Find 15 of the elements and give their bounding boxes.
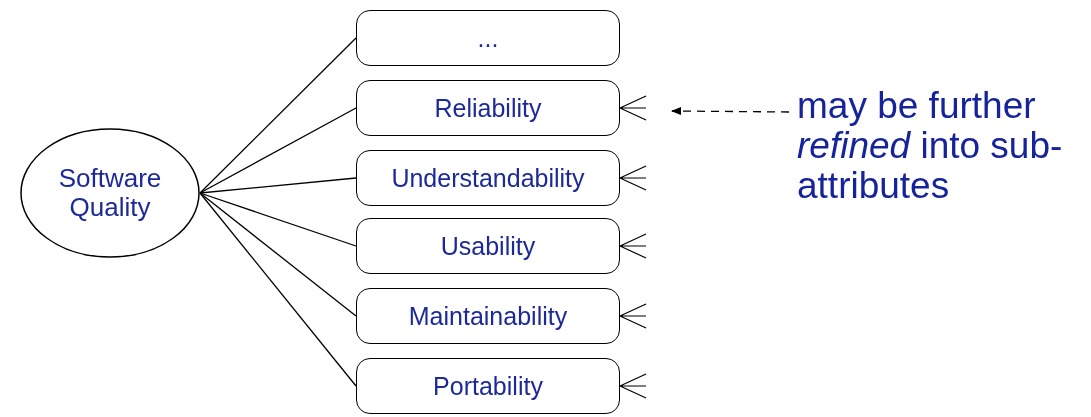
connector-line <box>199 192 357 247</box>
note-text: may be further refined into sub-attributes <box>797 86 1087 216</box>
attribute-box: Reliability <box>356 80 620 136</box>
connector-line <box>199 37 357 194</box>
connector-line <box>199 192 357 387</box>
node-label: Software Quality <box>57 164 163 222</box>
attribute-box: Maintainability <box>356 288 620 344</box>
connector-line <box>199 107 357 194</box>
attribute-box: Usability <box>356 218 620 274</box>
connector-line <box>199 177 357 194</box>
dashed-arrow <box>671 107 790 116</box>
attribute-box: ... <box>356 10 620 66</box>
attribute-box: Understandability <box>356 150 620 206</box>
connector-line <box>199 192 357 317</box>
attribute-box: Portability <box>356 358 620 414</box>
